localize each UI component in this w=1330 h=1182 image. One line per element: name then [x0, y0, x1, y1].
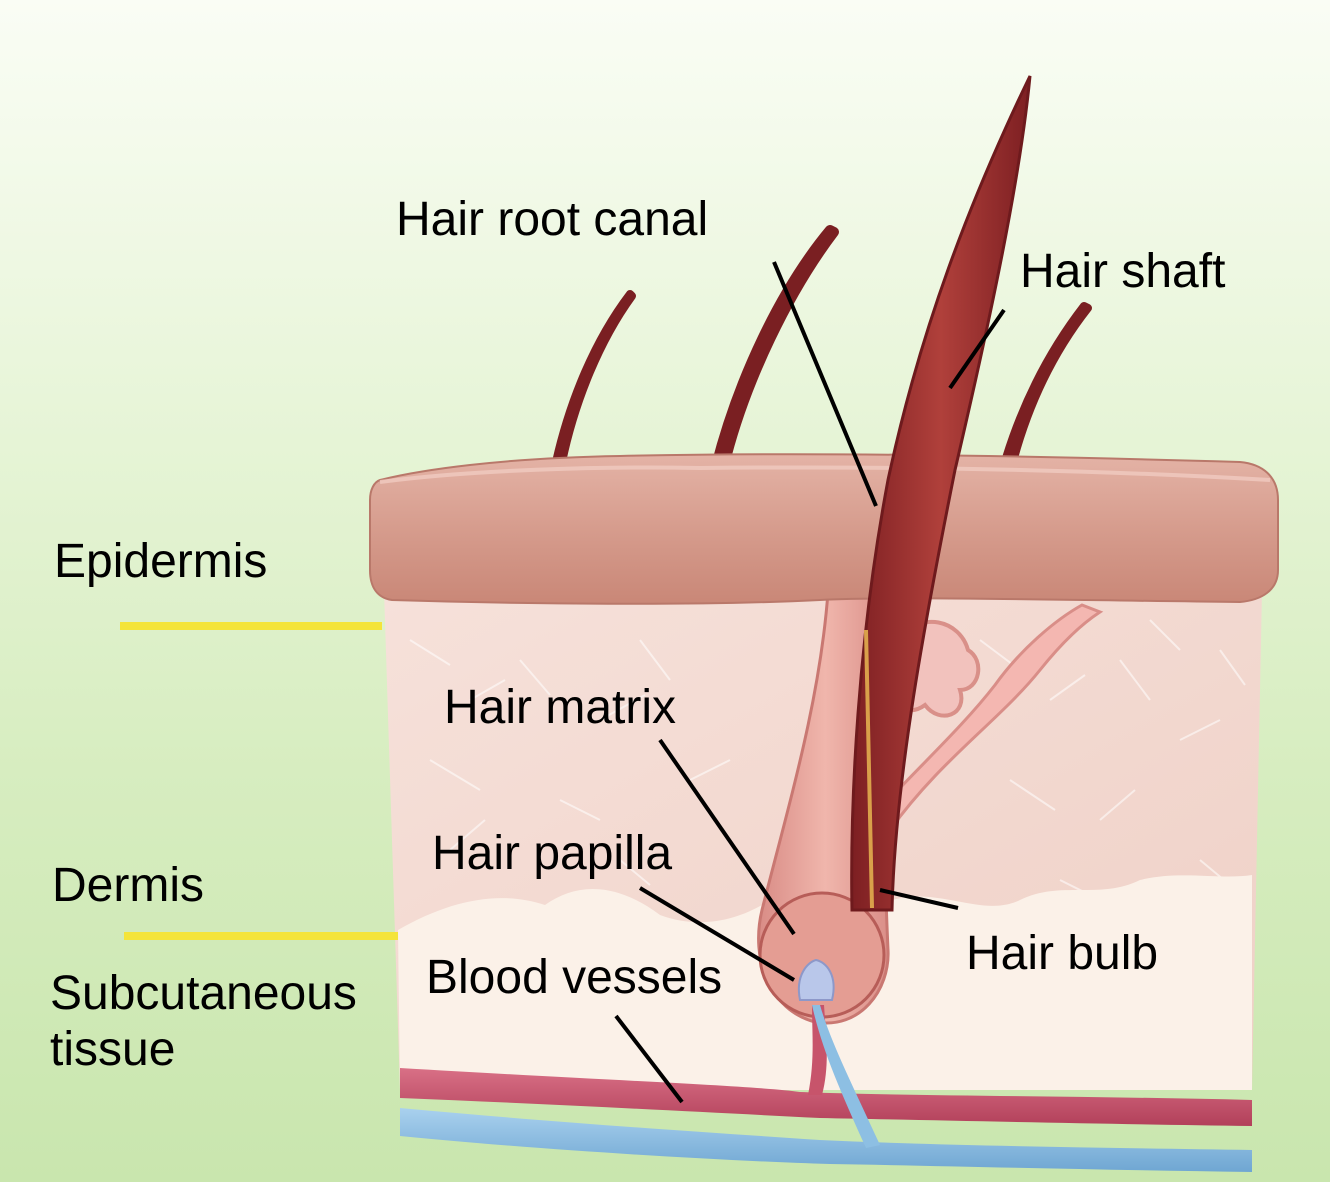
- label-dermis: Dermis: [52, 859, 204, 912]
- label-hair-shaft: Hair shaft: [1020, 245, 1226, 298]
- label-hair-matrix: Hair matrix: [444, 681, 677, 734]
- hair-root-canal-leader: [772, 261, 878, 507]
- hair-matrix-leader: [658, 738, 796, 936]
- label-hair-root-canal: Hair root canal: [396, 193, 709, 246]
- surface-hair: [711, 225, 839, 471]
- epidermis-layer: [369, 453, 1279, 605]
- hair-shaft-leader: [948, 308, 1006, 390]
- blood-vessel-vein: [400, 1108, 1252, 1172]
- label-hair-bulb: Hair bulb: [966, 927, 1159, 980]
- label-epidermis: Epidermis: [54, 535, 268, 588]
- arrector-pili-muscle: [867, 603, 1104, 832]
- hair-papilla: [797, 958, 835, 1001]
- surface-hair: [1002, 302, 1092, 462]
- epidermis-surface: [379, 465, 1271, 484]
- surface-hair: [552, 290, 636, 466]
- label-hair-papilla: Hair papilla: [432, 827, 673, 880]
- main-hair-shaft: [850, 75, 1032, 912]
- blood-vessel-artery: [400, 1068, 1252, 1126]
- blood-vessels-leader: [614, 1014, 684, 1104]
- label-subcutaneous-tissue: Subcutaneous tissue: [50, 967, 357, 1076]
- hair-bulb-leader: [879, 888, 959, 910]
- hair-inner-core: [864, 629, 874, 909]
- surface-hairs: [552, 225, 1092, 471]
- vessel-to-papilla-blue: [812, 1005, 880, 1148]
- hair-papilla-leader: [638, 886, 796, 982]
- leader-lines: [614, 261, 1006, 1104]
- label-blood-vessels: Blood vessels: [426, 951, 723, 1004]
